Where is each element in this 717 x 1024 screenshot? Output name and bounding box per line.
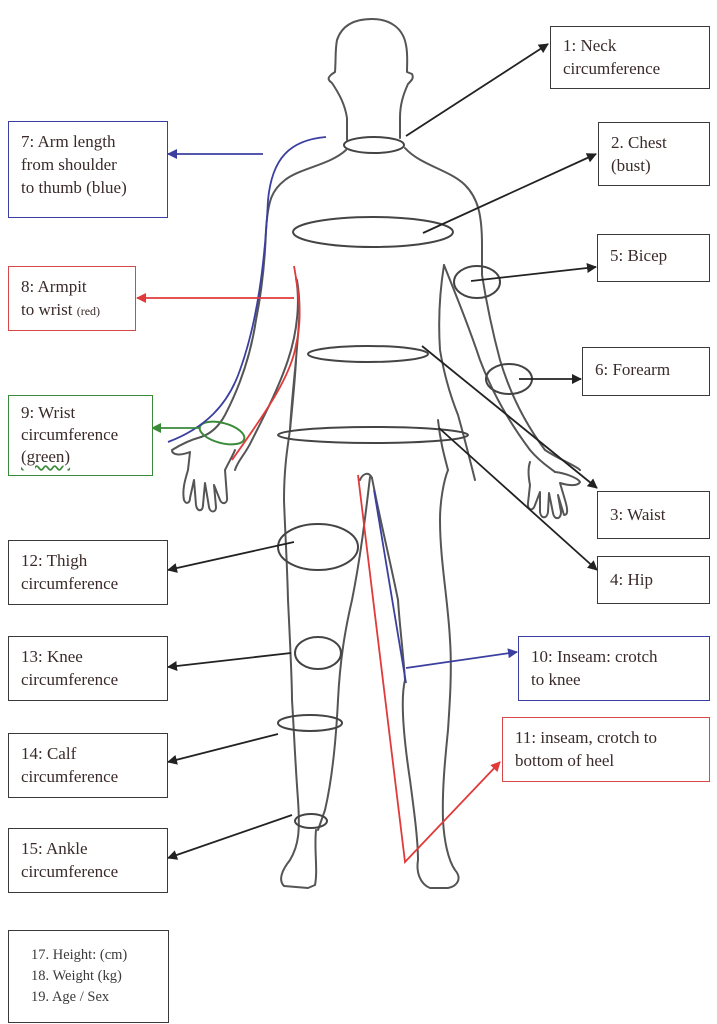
info-weight: 18. Weight (kg) bbox=[31, 968, 122, 984]
body-outline bbox=[171, 18, 581, 889]
right-hip-outer bbox=[437, 419, 449, 471]
label-knee: 13: Knee circumference bbox=[8, 636, 168, 701]
knee-ring bbox=[294, 636, 342, 670]
leader-arrows bbox=[136, 43, 598, 860]
inseam-heel-red-path bbox=[357, 474, 501, 865]
label-wrist: 9: Wrist circumference (green) bbox=[8, 395, 153, 476]
label-inseam-knee: 10: Inseam: crotch to knee bbox=[518, 636, 710, 701]
green-note: (green) bbox=[21, 447, 71, 466]
left-arm-inner bbox=[234, 277, 299, 471]
inseam-knee-blue-path bbox=[373, 489, 407, 684]
waist-arrow bbox=[421, 345, 598, 489]
label-neck: 1: Neck circumference bbox=[550, 26, 710, 89]
hip-ring bbox=[277, 426, 469, 444]
ankle-ring bbox=[294, 813, 328, 829]
neck-arrow bbox=[405, 43, 549, 137]
right-arm-inner bbox=[438, 264, 476, 481]
label-ankle: 15: Ankle circumference bbox=[8, 828, 168, 893]
right-arm-outer2 bbox=[443, 264, 556, 473]
label-waist: 3: Waist bbox=[597, 491, 710, 539]
hip-arrow bbox=[438, 427, 598, 571]
label-calf: 14: Calf circumference bbox=[8, 733, 168, 798]
left-hip-outer bbox=[289, 359, 297, 431]
torso-right-outline bbox=[404, 147, 581, 471]
thigh-arrow bbox=[167, 541, 295, 573]
inseam-knee-arrow bbox=[405, 648, 518, 669]
waist-ring bbox=[307, 345, 429, 363]
label-arm-length: 7: Arm length from shoulder to thumb (bl… bbox=[8, 121, 168, 218]
torso-left-outline bbox=[200, 149, 347, 438]
crotch bbox=[359, 472, 373, 481]
ankle-arrow bbox=[167, 814, 293, 860]
label-thigh: 12: Thigh circumference bbox=[8, 540, 168, 605]
calf-ring bbox=[277, 714, 343, 732]
bicep-arrow bbox=[470, 263, 597, 282]
info-age-sex: 19. Age / Sex bbox=[31, 989, 110, 1005]
wrist-ring bbox=[198, 420, 246, 446]
label-hip: 4: Hip bbox=[597, 556, 710, 604]
info-box: 17. Height: (cm) 18. Weight (kg) 19. Age… bbox=[8, 930, 169, 1023]
left-leg-outer bbox=[280, 429, 318, 889]
label-inseam-heel: 11: inseam, crotch to bottom of heel bbox=[502, 717, 710, 782]
info-height: 17. Height: (cm) bbox=[31, 947, 128, 963]
armpit-wrist-red-path bbox=[231, 265, 301, 461]
neck-ring bbox=[343, 136, 405, 154]
measurement-rings bbox=[277, 136, 533, 829]
chest-ring bbox=[292, 216, 454, 248]
red-note: (red) bbox=[76, 304, 101, 318]
calf-arrow bbox=[167, 733, 279, 765]
label-bicep: 5: Bicep bbox=[597, 234, 710, 282]
right-hand bbox=[526, 461, 581, 520]
left-leg-inner bbox=[317, 476, 371, 831]
chest-arrow bbox=[422, 153, 597, 234]
label-forearm: 6: Forearm bbox=[582, 347, 710, 396]
right-leg-inner bbox=[371, 469, 460, 889]
label-chest: 2. Chest (bust) bbox=[598, 122, 710, 186]
arm-length-blue-path bbox=[167, 136, 327, 443]
left-hand bbox=[171, 436, 236, 513]
bicep-ring bbox=[453, 265, 501, 299]
label-armpit-wrist: 8: Armpit to wrist (red) bbox=[8, 266, 136, 331]
knee-arrow bbox=[167, 652, 292, 671]
head-outline bbox=[327, 18, 414, 141]
thigh-ring bbox=[277, 523, 359, 571]
